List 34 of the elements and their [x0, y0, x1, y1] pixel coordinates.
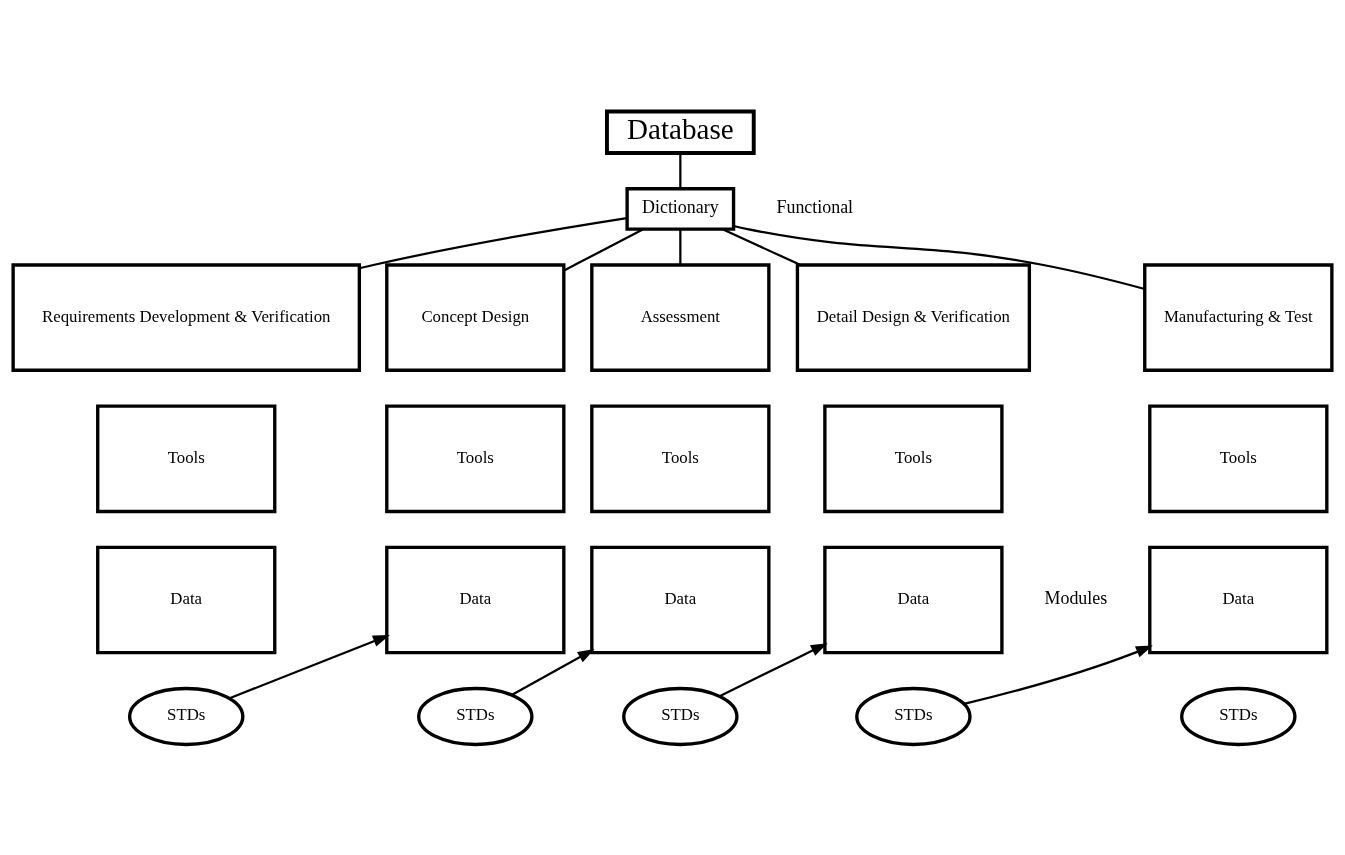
node-box: Data — [823, 545, 1004, 654]
node-box: Tools — [385, 403, 566, 513]
node-box: Concept Design — [385, 262, 566, 372]
connector — [679, 229, 682, 265]
node-box: Data — [1148, 545, 1329, 654]
node-box: Detail Design & Verification — [795, 262, 1032, 372]
node-ellipse: STDs — [1180, 686, 1297, 746]
node-box: Data — [385, 545, 566, 654]
node-ellipse: STDs — [127, 686, 245, 746]
node-box: Data — [590, 545, 771, 654]
arrow — [229, 634, 390, 699]
label: Modules — [1044, 587, 1108, 608]
node-box: Data — [96, 545, 277, 654]
node-box: Manufacturing & Test — [1143, 262, 1334, 372]
connector — [733, 224, 1145, 290]
node-box: Tools — [1148, 403, 1329, 513]
node-ellipse: STDs — [855, 686, 972, 746]
connector — [563, 227, 644, 271]
node-box: Dictionary — [625, 186, 736, 231]
connector — [722, 227, 801, 266]
arrow — [719, 642, 828, 697]
node-box: Assessment — [590, 262, 771, 372]
label: Functional — [776, 196, 854, 217]
connector — [679, 152, 682, 188]
node-box: Requirements Development & Verification — [11, 262, 361, 372]
node-box: Tools — [823, 403, 1004, 513]
node-ellipse: STDs — [622, 686, 739, 746]
arrow — [511, 648, 595, 696]
node-box: Tools — [96, 403, 277, 513]
node-box: Database — [605, 109, 756, 155]
arrow — [963, 644, 1153, 705]
node-ellipse: STDs — [417, 686, 534, 746]
connector — [359, 216, 627, 269]
node-box: Tools — [590, 403, 771, 513]
